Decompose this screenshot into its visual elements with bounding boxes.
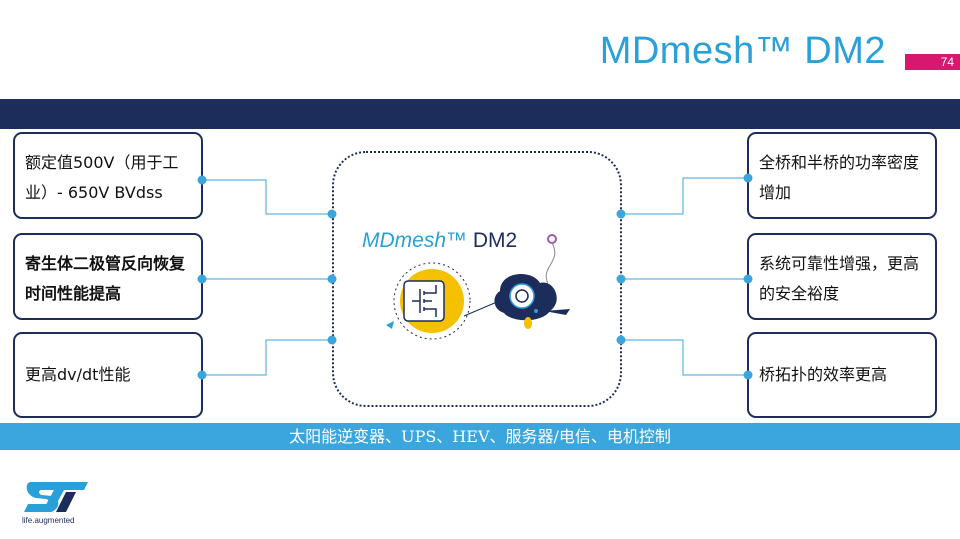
applications-bar: 太阳能逆变器、UPS、HEV、服务器/电信、电机控制: [0, 423, 960, 450]
feature-text-right-1: 全桥和半桥的功率密度增加: [759, 153, 920, 202]
logo-main-text: MDmesh™: [362, 229, 468, 252]
page-number-badge: 74: [905, 54, 960, 70]
feature-box-left-1: 额定值500V（用于工业）- 650V BVdss: [13, 132, 203, 219]
blue-arrow-icon: [386, 321, 394, 329]
logo-suffix-text: DM2: [472, 229, 518, 252]
feature-text-right-3: 桥拓扑的效率更高: [759, 365, 888, 384]
dotted-ring: [393, 262, 471, 340]
center-product-box: MDmesh™ DM2: [332, 151, 622, 407]
feature-text-right-2: 系统可靠性增强，更高的安全裕度: [759, 254, 920, 303]
mdmesh-logo-text: MDmesh™ DM2: [362, 229, 517, 253]
accent-dot: [534, 309, 538, 313]
header-navy-band: [0, 99, 960, 129]
ring-icon: [547, 234, 557, 244]
transistor-symbol-icon: [412, 285, 437, 317]
feature-text-left-3: 更高dv/dt性能: [25, 365, 131, 384]
feature-box-right-3: 桥拓扑的效率更高: [747, 332, 937, 418]
feature-box-left-3: 更高dv/dt性能: [13, 332, 203, 418]
feature-text-left-2: 寄生体二极管反向恢复时间性能提高: [25, 254, 186, 303]
yellow-drop: [524, 317, 532, 329]
feature-box-left-2: 寄生体二极管反向恢复时间性能提高: [13, 233, 203, 320]
motor-icon: [509, 283, 535, 309]
feature-box-right-2: 系统可靠性增强，更高的安全裕度: [747, 233, 937, 320]
st-tagline: life.augmented: [22, 516, 75, 525]
st-logo-icon: [24, 482, 88, 512]
connector-left-3: [202, 339, 332, 376]
connector-left-1: [202, 179, 332, 215]
connector-right-1: [622, 177, 748, 215]
feature-text-left-1: 额定值500V（用于工业）- 650V BVdss: [25, 153, 179, 202]
product-illustration: [386, 234, 570, 340]
feature-box-right-1: 全桥和半桥的功率密度增加: [747, 132, 937, 219]
slide-title: MDmesh™ DM2: [599, 30, 886, 72]
connector-right-3: [622, 339, 748, 376]
